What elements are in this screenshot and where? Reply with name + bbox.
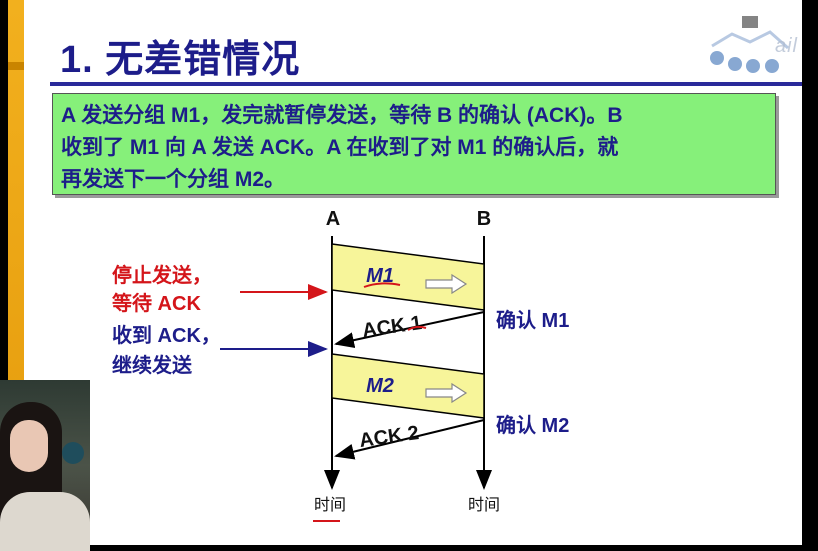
time-label-a: 时间 xyxy=(314,496,346,514)
node-b-label: B xyxy=(477,208,491,230)
confirm-m1-label: 确认 M1 xyxy=(496,308,569,332)
stop-note-line2: 等待 ACK xyxy=(112,291,201,315)
slide: 1. 无差错情况 ail A 发送分组 M1，发完就暂停发送，等待 B 的确认 … xyxy=(8,0,802,545)
recv-note-line1: 收到 ACK， xyxy=(112,323,221,347)
node-a-label: A xyxy=(326,208,340,230)
frame-m2-label: M2 xyxy=(366,375,394,397)
stop-note-line1: 停止发送， xyxy=(112,263,212,287)
recv-note-line2: 继续发送 xyxy=(112,353,193,377)
background-globe xyxy=(62,442,84,464)
presenter-face xyxy=(10,420,48,472)
frame-m1 xyxy=(332,244,484,310)
ack2-label: ACK 2 xyxy=(358,422,420,452)
time-label-b: 时间 xyxy=(468,496,500,514)
stop-and-wait-diagram: A B M1 ACK 1 M2 ACK 2 确认 M1 确认 M2 停止发送， … xyxy=(8,0,802,545)
presenter-body xyxy=(0,492,90,551)
confirm-m2-label: 确认 M2 xyxy=(496,413,569,437)
frame-m2 xyxy=(332,354,484,418)
presenter-webcam-overlay xyxy=(0,380,90,551)
